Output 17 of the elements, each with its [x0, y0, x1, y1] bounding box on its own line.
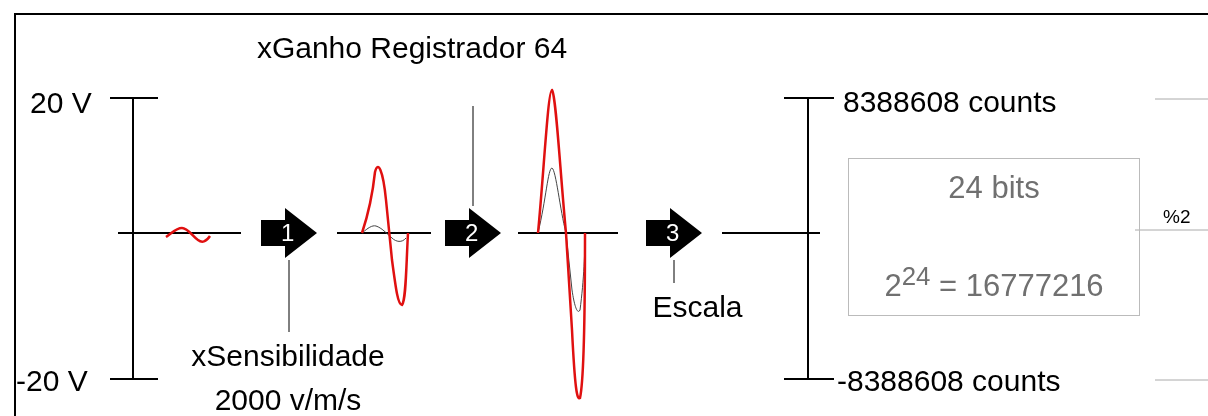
annotation-text: xSensibilidade 2000 v/m/s: [168, 334, 408, 414]
axis-label: -8388608 counts: [837, 364, 1061, 398]
step-number: 3: [666, 219, 680, 247]
leader-line: [288, 259, 290, 333]
leader-line: [472, 105, 474, 207]
axis-label: -20 V: [16, 364, 88, 398]
info-box: [848, 158, 1140, 316]
formula-text: 2$^{24}$ = 16777216: [883, 261, 1105, 304]
step-number: 2: [465, 219, 479, 247]
annotation-text: xGanho Registrador 64: [242, 26, 582, 106]
step-number: 1: [281, 219, 295, 247]
axis-label: 8388608 counts: [843, 85, 1057, 119]
leader-line: [673, 259, 675, 284]
axis-label: 20 V: [30, 86, 92, 120]
ratio-label: %2: [1163, 206, 1191, 228]
annotation-text: Escala: [640, 285, 755, 321]
box-heading: 24 bits: [947, 171, 1041, 205]
